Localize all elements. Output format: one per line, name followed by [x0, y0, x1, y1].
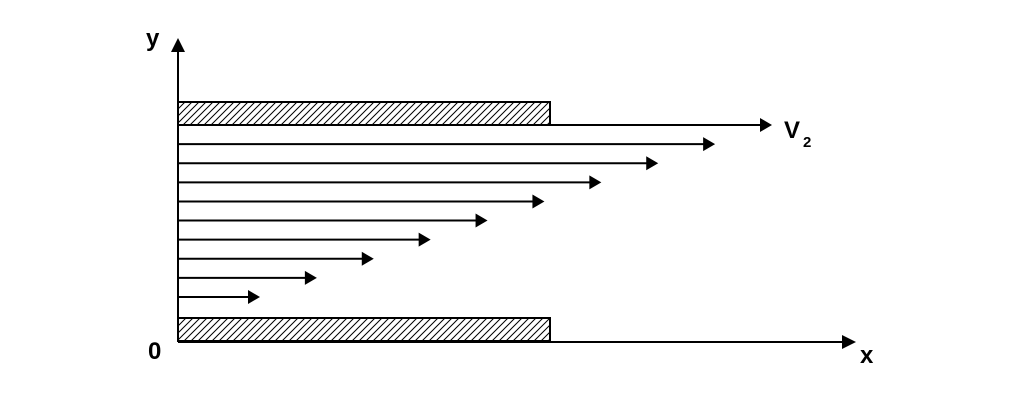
velocity-arrow [178, 213, 488, 228]
velocity-arrow [178, 175, 602, 190]
velocity-profile-arrows [178, 118, 772, 304]
velocity-arrow [178, 137, 716, 152]
velocity-arrow [178, 156, 659, 171]
velocity-arrow [178, 118, 772, 132]
y-axis-label: y [146, 25, 160, 52]
origin-label: 0 [148, 338, 161, 365]
velocity-label-main: V [784, 117, 800, 144]
velocity-arrow [178, 232, 431, 247]
velocity-arrow [178, 270, 317, 285]
velocity-arrow [178, 194, 545, 209]
velocity-arrow [178, 290, 260, 304]
velocity-label-subscript: 2 [803, 134, 811, 151]
bottom-plate [177, 317, 551, 342]
velocity-label: V 2 [784, 117, 811, 151]
velocity-arrow [178, 251, 374, 266]
top-plate [177, 101, 551, 126]
x-axis-label: x [860, 342, 874, 369]
y-axis [171, 38, 185, 342]
